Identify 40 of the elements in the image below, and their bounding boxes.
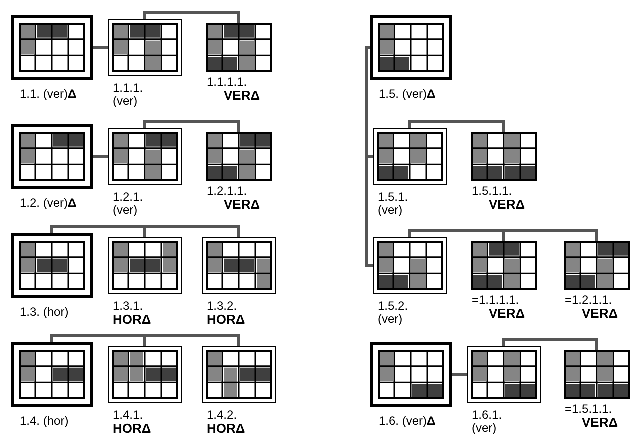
node-label: 1.6.1. (ver) <box>472 409 504 435</box>
node-label: 1.5.1. (ver) <box>378 191 410 217</box>
connector-line <box>93 46 108 49</box>
connector-line <box>144 120 240 132</box>
node-label: 1.4.1. <box>113 409 144 422</box>
node-heading: HORΔ <box>113 422 152 435</box>
node-label: 1.2. (ver)Δ <box>20 197 77 210</box>
node-heading: VERΔ <box>224 198 260 211</box>
node-heading: HORΔ <box>113 313 152 326</box>
connector-line <box>452 373 467 376</box>
node-label: 1.3.2. <box>207 300 238 313</box>
node-heading: VERΔ <box>582 307 618 320</box>
connector-line <box>502 338 598 350</box>
node-label: =1.5.1.1. <box>565 403 612 416</box>
node-label: =1.1.1.1. <box>472 294 520 307</box>
node-label: =1.2.1.1. <box>565 294 612 307</box>
node-label: 1.2.1.1. <box>207 185 248 198</box>
node-label: 1.1.1.1. <box>207 76 248 89</box>
node-label: 1.5.1.1. <box>472 185 512 198</box>
node-label: 1.2.1. (ver) <box>113 191 144 217</box>
node-label: 1.5. (ver)Δ <box>379 88 436 101</box>
connector-line <box>144 12 240 23</box>
node-label: 1.3.1. <box>113 300 144 313</box>
connector-line <box>408 230 598 241</box>
node-heading: HORΔ <box>207 422 246 435</box>
node-label: 1.1. (ver)Δ <box>20 88 77 101</box>
node-heading: VERΔ <box>224 89 260 102</box>
node-label: 1.3. (hor) <box>20 306 69 319</box>
connector-line <box>408 120 506 132</box>
node-heading: VERΔ <box>582 416 618 429</box>
connector-line <box>366 46 373 267</box>
node-heading: VERΔ <box>489 198 526 211</box>
node-heading: VERΔ <box>489 307 526 320</box>
node-label: 1.4.2. <box>207 409 238 422</box>
node-label: 1.1.1. (ver) <box>113 82 144 108</box>
node-label: 1.6. (ver)Δ <box>379 415 436 428</box>
connector-line <box>93 155 108 158</box>
node-label: 1.5.2. (ver) <box>378 300 410 326</box>
node-label: 1.4. (hor) <box>20 415 69 428</box>
node-heading: HORΔ <box>207 313 246 326</box>
